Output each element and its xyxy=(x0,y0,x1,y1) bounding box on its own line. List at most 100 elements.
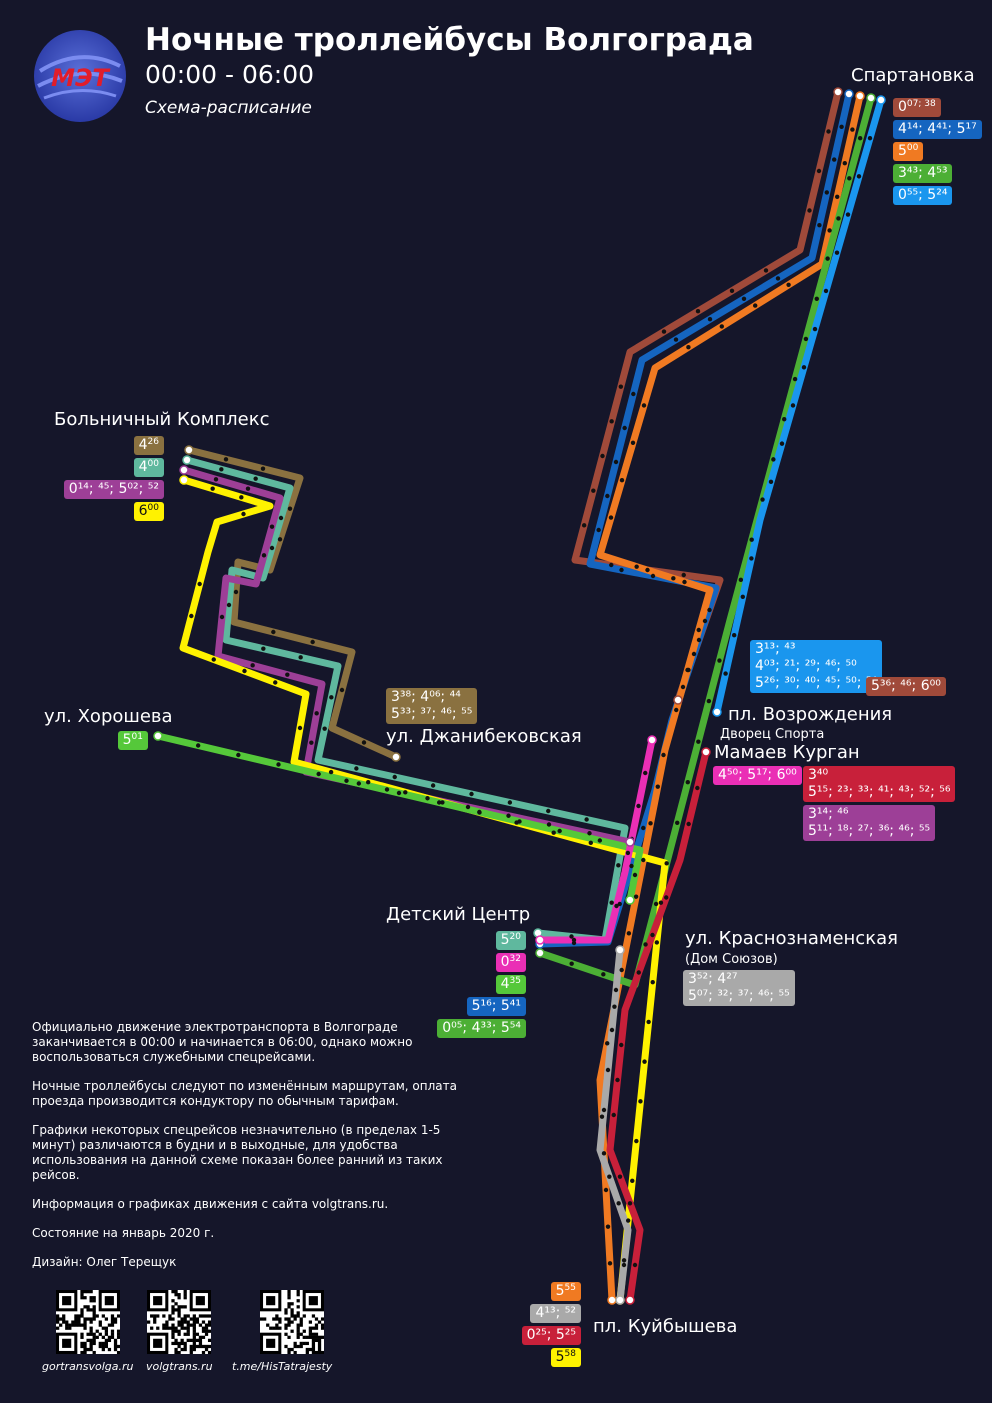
stop-spartanovka[interactable]: Спартановка xyxy=(851,65,975,86)
terminus-marker[interactable] xyxy=(833,87,843,97)
stop-dot xyxy=(650,932,655,938)
stop-krasnoznamenskaya[interactable]: ул. Краснознаменская xyxy=(685,928,898,949)
stop-dot xyxy=(627,1201,633,1206)
stop-dot xyxy=(277,537,283,542)
terminus-marker[interactable] xyxy=(179,465,189,475)
stop-dot xyxy=(366,780,371,785)
terminus-marker[interactable] xyxy=(607,1295,617,1305)
stop-dot xyxy=(219,467,224,472)
qr-volgtrans[interactable]: volgtrans.ru xyxy=(146,1290,213,1373)
stop-dot xyxy=(824,190,829,195)
qr-telegram[interactable]: t.me/HisTatrajesty xyxy=(232,1290,332,1373)
qr-code-icon[interactable] xyxy=(260,1290,325,1354)
stop-dot xyxy=(823,288,829,294)
qr-gortransvolga[interactable]: gortransvolga.ru xyxy=(42,1290,134,1373)
stop-dot xyxy=(812,326,818,332)
stop-dot xyxy=(630,1178,635,1184)
stop-detsky[interactable]: Детский Центр xyxy=(386,904,531,925)
stop-dot xyxy=(616,1201,621,1206)
stop-dot xyxy=(682,579,687,585)
stop-dot xyxy=(607,1174,612,1179)
stop-dot xyxy=(356,781,362,786)
terminus-marker[interactable] xyxy=(866,93,876,103)
terminus-marker[interactable] xyxy=(876,95,886,105)
terminus-marker[interactable] xyxy=(391,752,401,762)
qr-code-icon[interactable] xyxy=(55,1290,120,1354)
terminus-marker[interactable] xyxy=(153,731,163,741)
route-line-green xyxy=(536,94,875,989)
stop-dot xyxy=(223,457,229,462)
stop-dot xyxy=(634,564,639,569)
stop-mamaev[interactable]: Мамаев Курган xyxy=(714,742,860,763)
stop-dot xyxy=(695,785,700,791)
stop-dot xyxy=(615,1077,620,1083)
stop-dzhanibekovskaya[interactable]: ул. Джанибековская xyxy=(386,726,582,747)
terminus-marker[interactable] xyxy=(535,948,545,958)
terminus-marker[interactable] xyxy=(712,707,722,717)
stop-dot xyxy=(673,337,679,342)
stop-kuibysheva[interactable]: пл. Куйбышева xyxy=(593,1316,738,1337)
terminus-marker[interactable] xyxy=(182,455,192,465)
stop-horosheva[interactable]: ул. Хорошева xyxy=(44,706,173,727)
stop-dot xyxy=(250,663,255,668)
page-title: Ночные троллейбусы Волгограда xyxy=(145,22,754,58)
stop-dot xyxy=(740,594,745,599)
stop-dot xyxy=(609,562,614,568)
stop-vozrozhdeniya-sub: Дворец Спорта xyxy=(720,727,825,742)
terminus-marker[interactable] xyxy=(647,735,657,745)
stop-dot xyxy=(436,800,442,805)
stop-dot xyxy=(236,752,241,758)
stop-dot xyxy=(271,629,276,635)
stop-dot xyxy=(695,309,701,314)
stop-dot xyxy=(226,602,232,608)
stop-vozrozhdeniya[interactable]: пл. Возрождения xyxy=(728,704,893,725)
stop-dot xyxy=(239,495,244,500)
stop-dot xyxy=(771,457,776,462)
stop-dot xyxy=(613,987,619,993)
stop-dot xyxy=(661,752,666,758)
stop-dot xyxy=(807,208,812,213)
stop-dot xyxy=(569,961,574,966)
terminus-marker[interactable] xyxy=(844,89,854,99)
stop-dot xyxy=(629,863,634,869)
stop-dot xyxy=(719,324,724,329)
stop-dot xyxy=(664,861,669,866)
stop-dot xyxy=(609,419,614,424)
terminus-marker[interactable] xyxy=(701,747,711,757)
stop-dot xyxy=(832,157,837,162)
terminus-marker[interactable] xyxy=(625,837,635,847)
stop-dot xyxy=(706,698,712,704)
stop-dot xyxy=(723,671,728,676)
schedule-tag-green: 0⁰⁵; 4³³; 5⁵⁴ xyxy=(437,1019,526,1038)
terminus-marker[interactable] xyxy=(673,695,683,705)
info-notes: Официально движение электротранспорта в … xyxy=(32,1020,472,1284)
stop-dot xyxy=(612,1004,617,1009)
schedule-tag-green: 3⁴³; 4⁵³ xyxy=(893,164,953,183)
terminus-marker[interactable] xyxy=(184,445,194,455)
stop-dot xyxy=(609,1027,615,1033)
stop-dot xyxy=(276,762,281,767)
stop-dot xyxy=(621,1262,627,1268)
terminus-marker[interactable] xyxy=(179,475,189,485)
terminus-marker[interactable] xyxy=(615,1295,625,1305)
stop-dot xyxy=(322,726,327,731)
note-5: Состояние на январь 2020 г. xyxy=(32,1226,215,1240)
stop-bolnichny[interactable]: Больничный Комплекс xyxy=(54,409,270,430)
terminus-marker[interactable] xyxy=(855,91,865,101)
terminus-marker[interactable] xyxy=(535,935,545,945)
note-6: Дизайн: Олег Терещук xyxy=(32,1255,177,1269)
stop-dot xyxy=(760,497,765,502)
stop-dot xyxy=(588,840,593,845)
schedule-tag-cyan: 0⁵⁵; 5²⁴ xyxy=(893,186,953,205)
terminus-marker[interactable] xyxy=(625,895,635,905)
terminus-marker[interactable] xyxy=(625,1295,635,1305)
stop-dot xyxy=(732,633,737,638)
qr-code-icon[interactable] xyxy=(147,1290,212,1354)
stop-dot xyxy=(749,537,754,542)
terminus-marker[interactable] xyxy=(615,945,625,955)
